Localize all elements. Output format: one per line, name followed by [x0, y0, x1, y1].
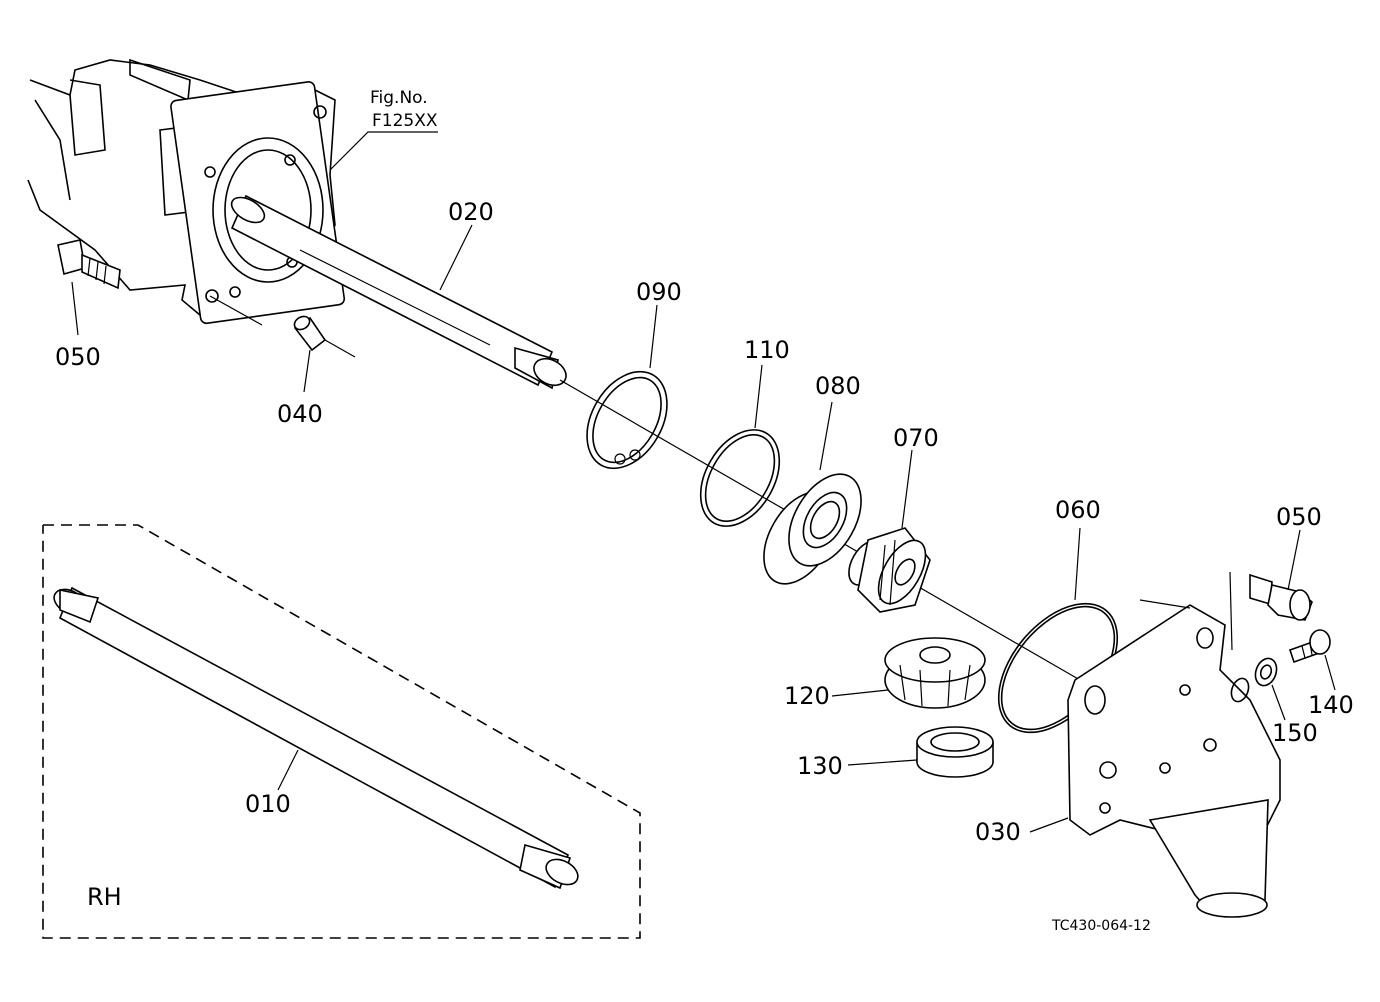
- drawing-code: TC430-064-12: [1051, 918, 1151, 934]
- leader-020: [439, 224, 473, 291]
- rh-inset: RH: [42, 524, 641, 939]
- pin-040: [293, 315, 356, 393]
- label-140: 140: [1308, 691, 1354, 719]
- label-150: 150: [1272, 719, 1318, 747]
- label-030: 030: [975, 818, 1021, 846]
- fig-no-label: Fig.No.: [370, 88, 428, 108]
- transmission-housing: [27, 58, 346, 326]
- label-080: 080: [815, 372, 861, 400]
- washer-150: [1230, 657, 1286, 721]
- fig-no-code: F125XX: [372, 111, 438, 131]
- bearing-080: [763, 401, 862, 585]
- plug-050-right: [1249, 529, 1313, 621]
- label-130: 130: [797, 752, 843, 780]
- bevel-gear-120: [831, 637, 986, 709]
- label-070: 070: [893, 424, 939, 452]
- label-120: 120: [784, 682, 830, 710]
- label-050-left: 050: [55, 343, 101, 371]
- label-010: 010: [245, 790, 291, 818]
- bearing-130: [847, 726, 994, 778]
- bolt-140: [1288, 629, 1336, 691]
- figure-reference: Fig.No. F125XX: [329, 88, 438, 171]
- label-110: 110: [744, 336, 790, 364]
- housing-030: [1029, 571, 1281, 918]
- label-090: 090: [636, 278, 682, 306]
- label-050-right: 050: [1276, 503, 1322, 531]
- label-020: 020: [448, 198, 494, 226]
- shim-110: [699, 364, 781, 527]
- bevel-gear-070: [848, 449, 931, 613]
- snap-ring-090: [586, 304, 668, 470]
- shaft-020: [230, 194, 567, 390]
- bolt-050-left: [57, 239, 121, 336]
- label-060: 060: [1055, 496, 1101, 524]
- label-040: 040: [277, 400, 323, 428]
- inset-rh-label: RH: [87, 883, 122, 911]
